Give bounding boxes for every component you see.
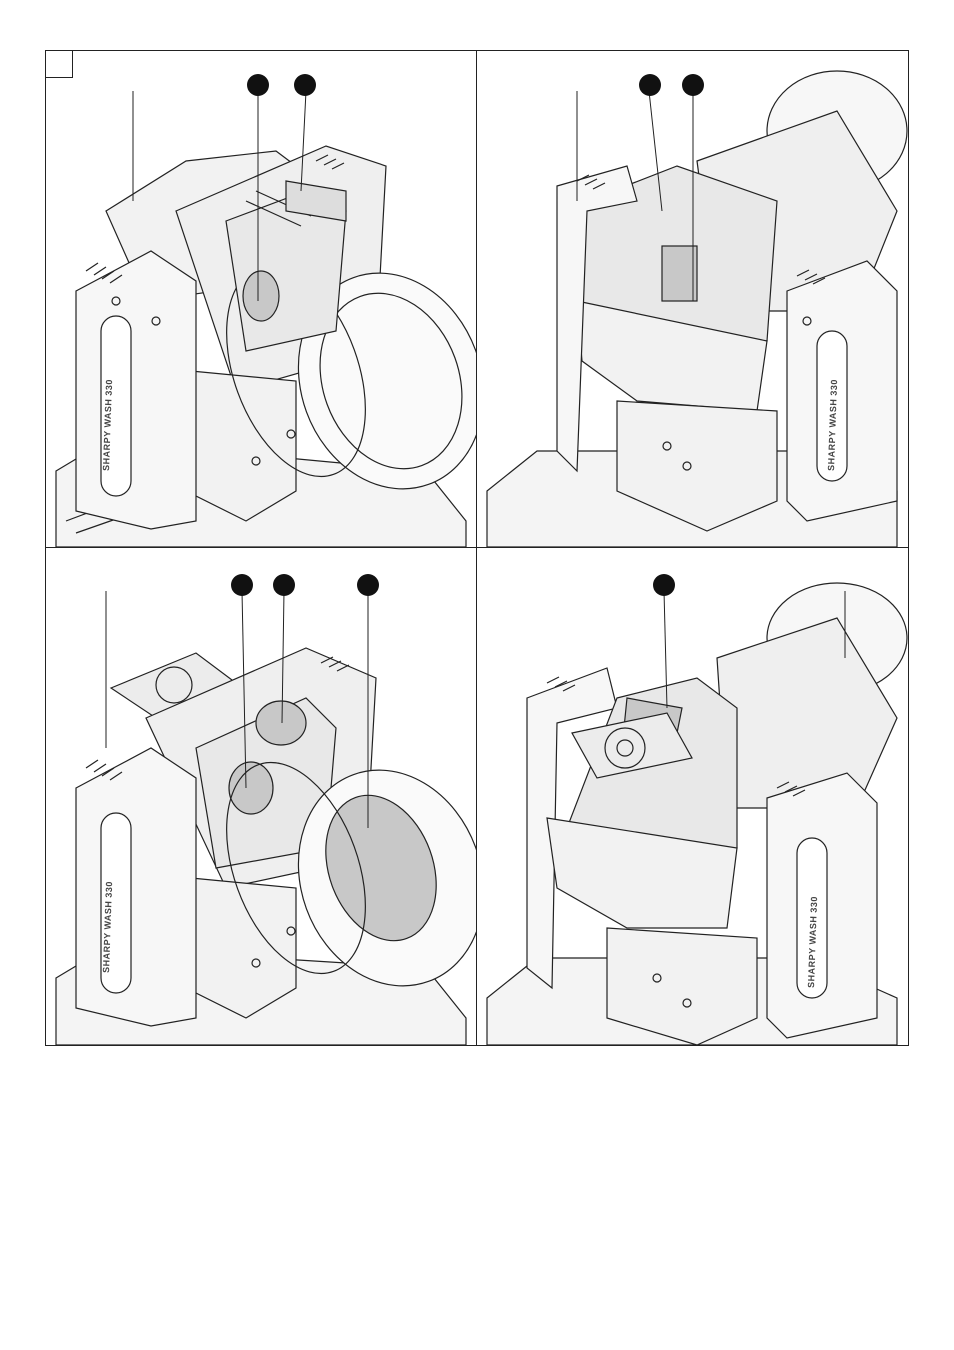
callout-marker xyxy=(273,574,295,596)
panel-bottom-left: SHARPY WASH 330 xyxy=(46,548,476,1045)
callout-marker xyxy=(231,574,253,596)
callout-marker xyxy=(653,574,675,596)
fixture-illustration-bottom-left: SHARPY WASH 330 xyxy=(46,548,476,1045)
callout-marker xyxy=(682,74,704,96)
callout-marker xyxy=(247,74,269,96)
callout-marker xyxy=(639,74,661,96)
callout-marker xyxy=(357,574,379,596)
fixture-illustration-bottom-right: SHARPY WASH 330 xyxy=(477,548,908,1045)
callout-marker xyxy=(294,74,316,96)
panel-top-left: SHARPY WASH 330 xyxy=(46,51,476,547)
panel-bottom-right: SHARPY WASH 330 xyxy=(477,548,908,1045)
fixture-illustration-top-left: SHARPY WASH 330 xyxy=(46,51,476,547)
fixture-illustration-top-right: SHARPY WASH 330 xyxy=(477,51,908,547)
panel-top-right: SHARPY WASH 330 xyxy=(477,51,908,547)
